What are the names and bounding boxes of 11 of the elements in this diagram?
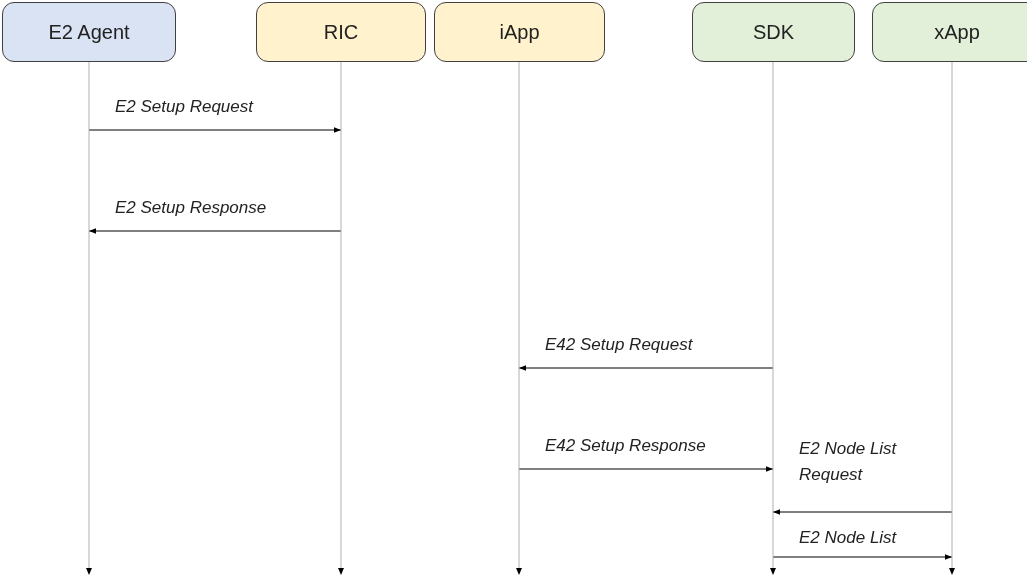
participant-box: RIC [256,2,426,62]
message-arrow [772,554,953,560]
message-arrow [518,365,774,371]
participant-box: iApp [434,2,605,62]
message-arrow [772,509,953,515]
message-arrow [88,228,342,234]
participant-box: E2 Agent [2,2,176,62]
message-arrow [518,466,774,472]
participant-box: xApp [872,2,1027,62]
participant-box: SDK [692,2,855,62]
message-arrow [88,127,342,133]
